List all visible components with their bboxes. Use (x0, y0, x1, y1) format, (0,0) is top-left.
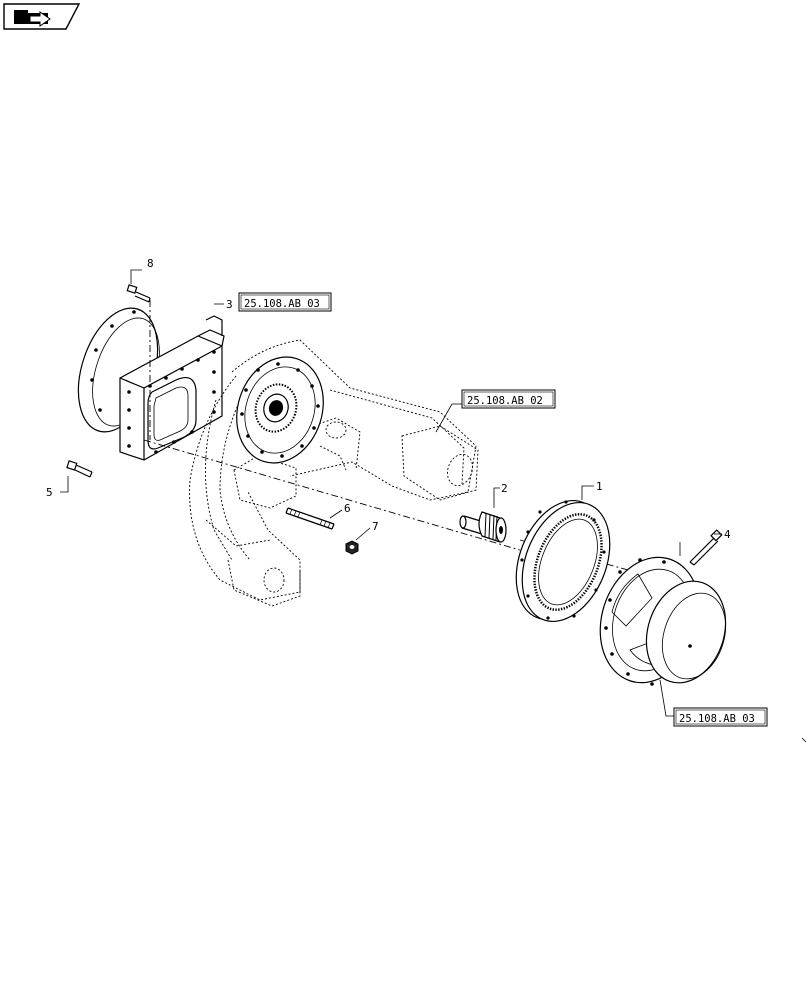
ref-bottom-label[interactable]: 25.108.AB 03 (679, 713, 755, 725)
callout-7: 7 (372, 520, 379, 533)
leader-7 (355, 527, 371, 541)
nav-tab[interactable] (3, 3, 81, 30)
callout-5: 5 (46, 486, 53, 499)
folder-arrow-icon (14, 10, 51, 27)
ref-middle-label[interactable]: 25.108.AB 02 (467, 395, 543, 407)
leader-1 (581, 485, 594, 500)
leader-6 (329, 509, 343, 519)
callout-6: 6 (344, 502, 351, 515)
leader-2 (493, 487, 500, 508)
callout-1: 1 (596, 480, 603, 493)
leader-8 (130, 269, 142, 284)
ref-box-bottom[interactable] (673, 707, 768, 727)
bolt-item-4 (689, 529, 723, 566)
callout-2: 2 (501, 482, 508, 495)
nut-item-7 (345, 540, 359, 555)
wheel-hub-assembly (599, 556, 727, 686)
bolt-item-5 (66, 460, 93, 478)
axle-frame-phantom (189, 339, 479, 607)
mounting-housing-item-3 (77, 307, 225, 461)
stud-item-6 (285, 507, 335, 530)
axis-line-left (143, 439, 521, 551)
bolt-item-8 (126, 284, 151, 303)
leader-5 (60, 476, 69, 493)
callout-4: 4 (724, 528, 731, 541)
ref-top-label[interactable]: 25.108.AB 03 (244, 298, 320, 310)
leader-ref-middle (435, 403, 462, 433)
pinion-shaft-item-2 (459, 511, 507, 543)
ref-box-top[interactable] (238, 292, 332, 312)
ring-gear-item-1 (515, 499, 611, 623)
leader-ref-bottom (659, 679, 674, 717)
callout-3: 3 (226, 298, 233, 311)
corner-mark (801, 737, 807, 743)
ref-box-middle[interactable] (461, 389, 556, 409)
callout-8: 8 (147, 257, 154, 270)
